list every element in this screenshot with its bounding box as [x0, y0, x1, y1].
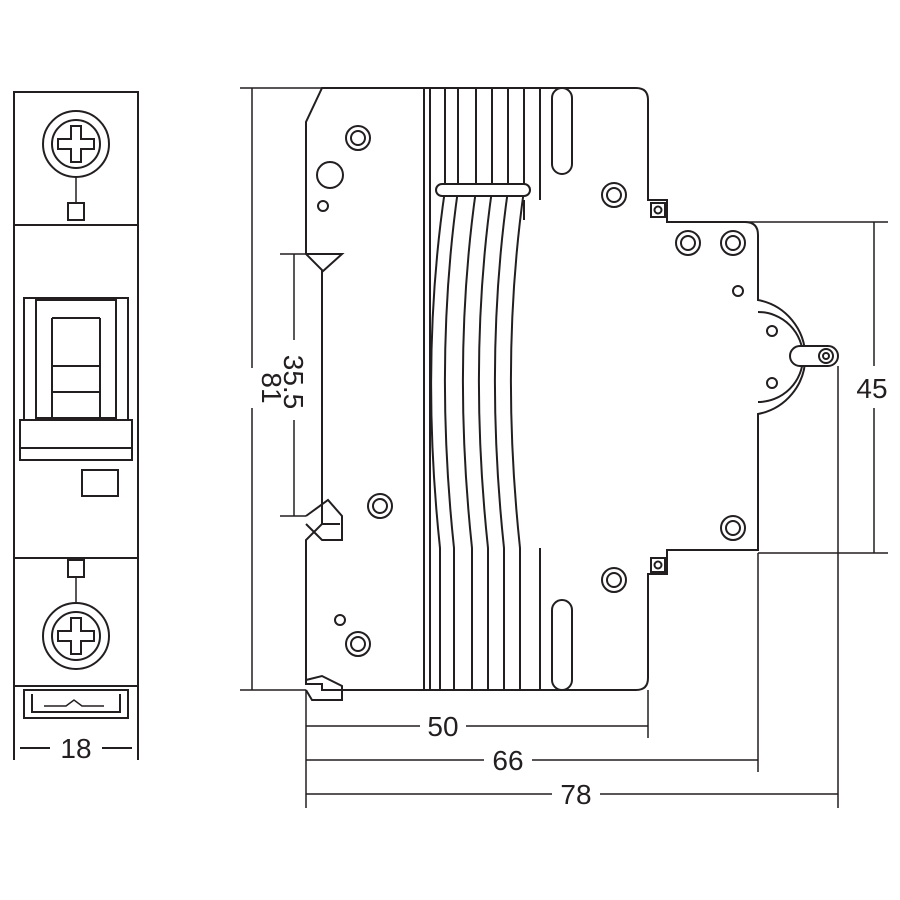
dim-handle-label: 45 — [856, 373, 887, 404]
front-view: 18 — [13, 91, 139, 764]
dim-rail-label: 35.5 — [278, 355, 309, 410]
lower-slot — [551, 599, 573, 691]
front-din-clip-icon — [23, 689, 129, 719]
toggle-handle-icon — [19, 297, 133, 461]
front-view-body — [13, 91, 139, 687]
top-terminal-screw-icon — [42, 110, 110, 221]
side-handle-icon — [757, 311, 839, 403]
dimension-lines: 81 35.5 45 50 66 78 — [240, 87, 888, 810]
rail-clip-bottom — [305, 674, 343, 701]
rail-hook-lower — [305, 498, 343, 541]
rib-strap — [435, 183, 531, 197]
dim-depth-66-label: 66 — [492, 745, 523, 776]
rail-hook-upper — [306, 253, 345, 273]
side-view-body — [305, 87, 807, 691]
rivet-holes — [345, 125, 746, 657]
bottom-terminal-screw-icon — [42, 559, 110, 670]
curved-ribs — [430, 88, 525, 690]
status-window — [81, 469, 119, 497]
dim-width-label: 18 — [60, 733, 91, 764]
dim-depth-78-label: 78 — [560, 779, 591, 810]
side-view — [305, 87, 839, 701]
upper-slot — [551, 87, 573, 175]
dim-depth-50-label: 50 — [427, 711, 458, 742]
dim-height-label: 81 — [256, 372, 287, 403]
